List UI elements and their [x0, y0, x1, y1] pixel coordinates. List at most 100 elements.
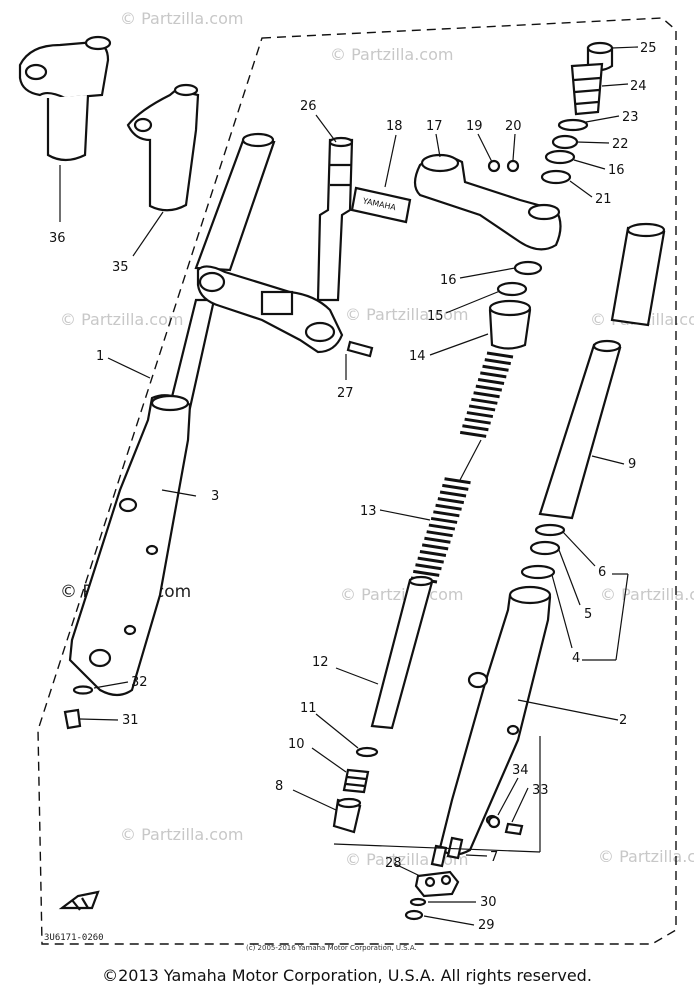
part-label-30: 30	[480, 895, 497, 910]
part-11-ring	[355, 746, 379, 758]
part-label-33: 33	[532, 783, 549, 798]
part-32-washer	[72, 685, 94, 695]
part-label-24: 24	[630, 79, 647, 94]
part-label-5: 5	[584, 607, 592, 622]
spring-coil	[433, 510, 460, 518]
part-label-7: 7	[490, 850, 498, 865]
part-label-4: 4	[572, 651, 580, 666]
spring-coil	[484, 358, 511, 366]
part-inner-tube-right-upper	[610, 222, 666, 327]
part-label-13: 13	[360, 504, 377, 519]
watermark-text: © Partzilla.com	[330, 45, 453, 64]
part-label-36: 36	[49, 231, 66, 246]
part-34-washer	[487, 815, 501, 829]
watermark-text: © Partzilla.com	[345, 305, 468, 324]
part-label-1: 1	[96, 349, 104, 364]
part-label-15: 15	[427, 309, 444, 324]
part-label-25: 25	[640, 41, 657, 56]
part-33-bolt	[504, 822, 524, 836]
part-13-fork-spring	[410, 351, 514, 584]
part-17-upper-bracket	[413, 153, 562, 251]
part-label-23: 23	[622, 110, 639, 125]
watermark-text: © Partzilla.com	[340, 585, 463, 604]
part-18-emblem: YAMAHA	[350, 186, 412, 224]
part-label-22: 22	[612, 137, 629, 152]
spring-coil	[442, 483, 469, 491]
spring-coil	[439, 490, 467, 498]
small-copyright: (c) 2005-2016 Yamaha Motor Corporation, …	[246, 944, 417, 952]
diagram-code: 3U6171-0260	[44, 933, 104, 943]
part-36-handlebar-holder	[18, 35, 112, 162]
spring-coil	[437, 497, 465, 505]
part-1-under-bracket	[196, 265, 344, 354]
part-label-34: 34	[512, 763, 529, 778]
part-22-nut	[551, 134, 579, 150]
spring-coil	[430, 516, 458, 524]
part-31-bolt	[63, 708, 82, 730]
spring-coil	[419, 550, 447, 558]
assembly-boundary	[37, 17, 677, 945]
part-7-studs	[430, 836, 464, 868]
diagram-reference-icon	[58, 890, 100, 911]
part-6-clip	[534, 523, 566, 537]
part-30-washer	[409, 897, 427, 907]
part-label-17: 17	[426, 119, 443, 134]
spring-coil	[428, 523, 456, 531]
part-24-ring-nut	[570, 62, 604, 116]
part-27-bolt	[346, 340, 374, 358]
part-label-18: 18	[386, 119, 403, 134]
watermark-text: © Partzilla.com	[120, 9, 243, 28]
spring-coil	[413, 569, 440, 577]
part-26-steering-stem	[316, 136, 354, 302]
part-label-35: 35	[112, 260, 129, 275]
part-label-14: 14	[409, 349, 426, 364]
part-label-21: 21	[595, 192, 612, 207]
part-label-16: 16	[608, 163, 625, 178]
part-number-labels: 36 35 26 18 17 19 20 25 24 23 22 16 21 1…	[49, 41, 657, 933]
part-3-outer-tube-left	[68, 394, 192, 697]
spring-coil	[475, 384, 503, 392]
part-label-19: 19	[466, 119, 483, 134]
part-label-29: 29	[478, 918, 495, 933]
part-label-20: 20	[505, 119, 522, 134]
part-label-11: 11	[300, 701, 317, 716]
part-5-oil-seal	[529, 540, 561, 556]
part-21-bearing	[540, 169, 572, 185]
part-label-9: 9	[628, 457, 636, 472]
leader-lines	[59, 46, 639, 926]
spring-coil	[486, 351, 514, 359]
part-12-damper-rod	[370, 575, 434, 730]
spring-coil	[482, 364, 509, 372]
part-label-31: 31	[122, 713, 139, 728]
watermark-text: © Partzilla.com	[60, 310, 183, 329]
part-label-2: 2	[619, 713, 627, 728]
part-14-cover	[488, 299, 532, 350]
spring-coil	[477, 377, 505, 385]
spring-coil	[417, 556, 444, 564]
spring-coil	[468, 404, 496, 412]
watermark-text: © Partzilla.com	[598, 847, 694, 866]
part-label-12: 12	[312, 655, 329, 670]
part-label-28: 28	[385, 856, 402, 871]
part-label-3: 3	[211, 489, 219, 504]
spring-gap-line	[459, 439, 482, 481]
part-16-washer-lower	[513, 260, 543, 276]
part-20-nut	[506, 159, 520, 173]
spring-coil	[473, 391, 500, 399]
spring-coil	[424, 536, 451, 544]
part-label-6: 6	[598, 565, 606, 580]
watermark-text: © Partzilla.com	[600, 585, 694, 604]
part-label-27: 27	[337, 386, 354, 401]
spring-coil	[464, 417, 491, 425]
part-label-16: 16	[440, 273, 457, 288]
spring-coil	[444, 477, 471, 485]
spring-coil	[466, 411, 494, 419]
watermark-text: © Partzilla.com	[120, 825, 243, 844]
part-label-26: 26	[300, 99, 317, 114]
part-2-outer-tube-right	[438, 585, 552, 856]
spring-coil	[415, 563, 442, 571]
spring-coil	[426, 530, 453, 538]
part-10-rebound-spring	[342, 768, 370, 794]
part-29-nut	[404, 909, 424, 921]
